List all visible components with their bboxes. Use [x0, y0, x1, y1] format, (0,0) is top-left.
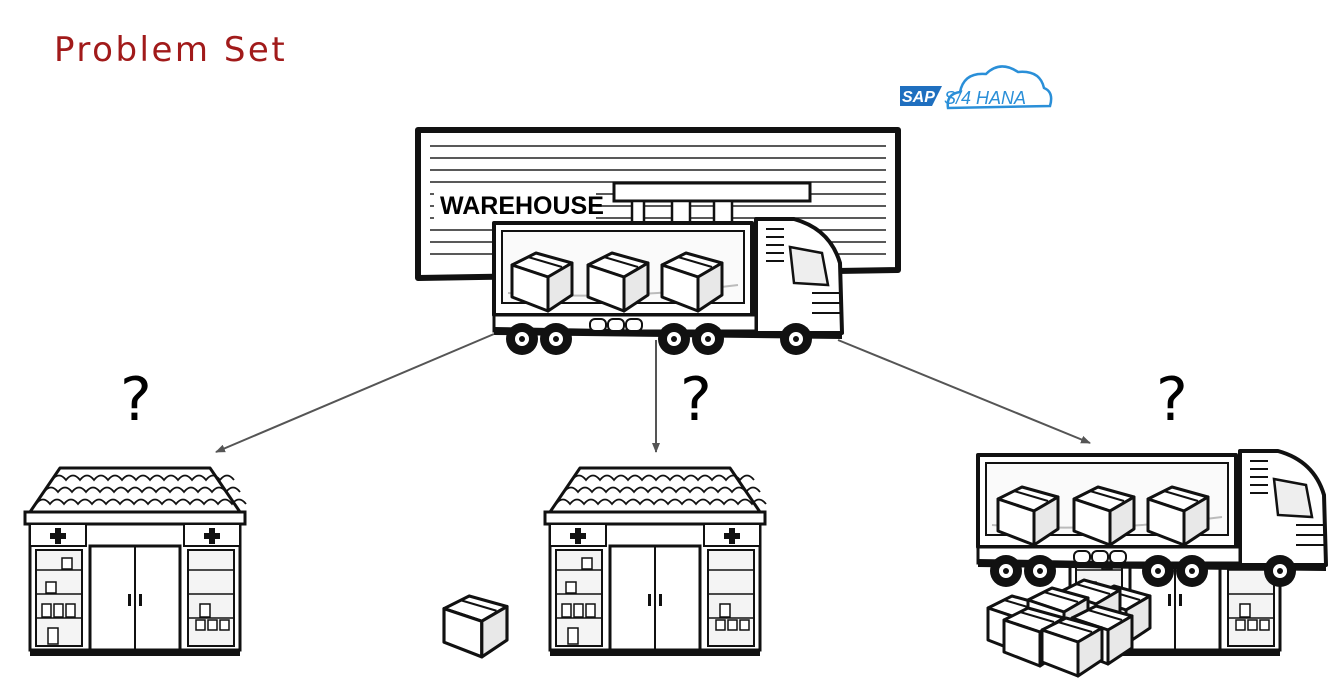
page-title: Problem Set	[54, 30, 288, 70]
arrow-to-store-1	[215, 333, 495, 453]
warehouse-truck	[494, 219, 842, 355]
question-mark-1: ?	[120, 365, 152, 435]
box-pile	[986, 578, 1152, 678]
s4hana-wordmark: S/4 HANA	[944, 88, 1026, 108]
question-mark-3: ?	[1156, 365, 1188, 435]
sap-logo: SAP S/4 HANA	[900, 65, 1053, 110]
arrow-to-store-3	[837, 339, 1091, 444]
question-mark-2: ?	[680, 365, 712, 435]
delivery-truck	[978, 451, 1326, 587]
distribution-arrows	[215, 333, 1091, 453]
single-box	[442, 594, 509, 659]
pharmacy-store-1	[23, 466, 248, 658]
sap-wordmark: SAP	[902, 89, 935, 106]
warehouse-label: WAREHOUSE	[440, 192, 604, 220]
pharmacy-store-2	[543, 466, 768, 658]
